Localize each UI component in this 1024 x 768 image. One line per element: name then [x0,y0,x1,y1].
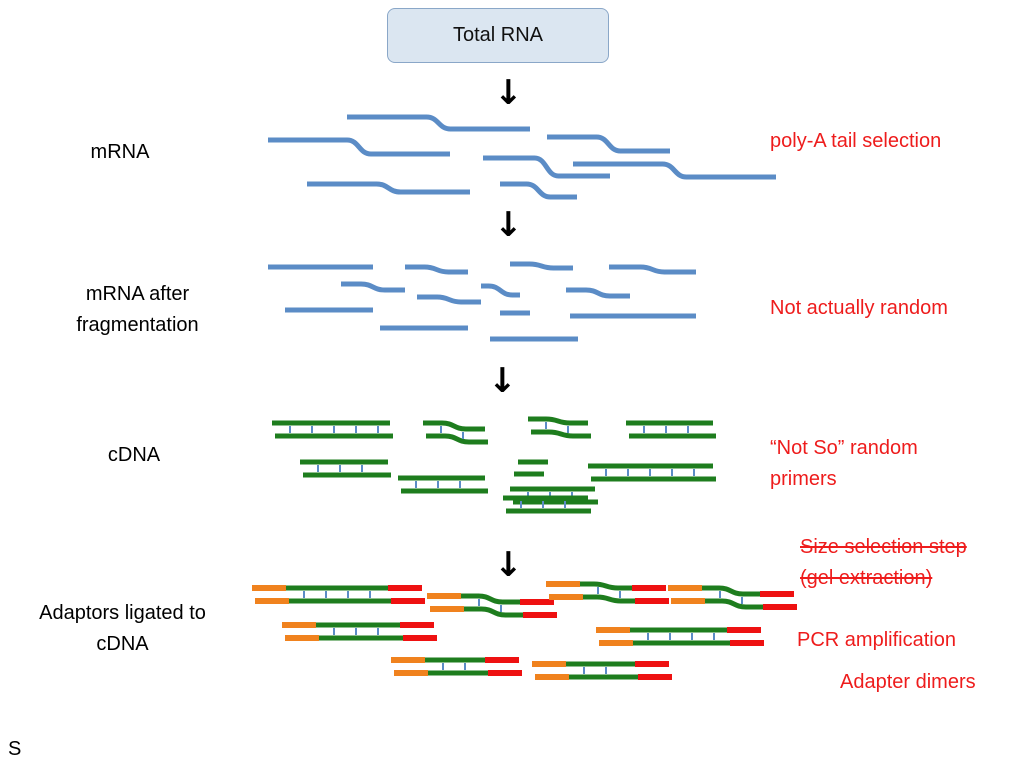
fragment-strand [510,261,573,271]
fragment-strand [405,264,468,275]
mrna-label: mRNA [90,141,150,163]
cdna-label: cDNA [107,444,161,466]
primers-note: “Not So” random primers [770,437,918,490]
down-arrow-icon: ↓ [494,545,523,585]
mrna-strand [268,137,450,157]
not-random-note: Not actually random [770,297,948,319]
ligated-fragment-top [702,585,760,597]
fragment-strand [341,281,405,293]
cdna-duplex-top [423,420,485,432]
footer-text: S [8,738,22,760]
mrna-strand [483,155,610,179]
fragment-strand [481,283,520,298]
fragmented-mrna-label: mRNA after fragmentation [76,283,199,336]
pcr-note: PCR amplification [797,629,956,651]
fragment-strand [566,287,630,299]
ligated-fragment-bottom [705,598,763,610]
ligated-fragment-top [461,593,520,605]
mrna-strand [307,181,470,195]
mrna-strand [573,161,776,180]
ligated-fragment-bottom [583,594,635,604]
polyA-note: poly-A tail selection [770,130,942,152]
cdna-duplex-bottom [531,429,591,439]
fragment-strand [417,294,481,305]
mrna-strand [547,134,670,154]
cdna-duplex-bottom [426,433,488,445]
dimers-note: Adapter dimers [840,671,976,693]
cdna-duplex-top [528,416,588,426]
mrna-strand [500,181,577,200]
adaptors-label: Adaptors ligated to cDNA [39,602,206,655]
size-selection-note: Size selection step (gel extraction) [800,536,967,589]
mrna-strand [347,114,530,132]
down-arrow-icon: ↓ [494,73,523,113]
down-arrow-icon: ↓ [488,361,517,401]
ligated-fragment-top [580,581,632,591]
total-rna-label: Total RNA [452,24,544,46]
down-arrow-icon: ↓ [494,205,523,245]
total-rna-box: Total RNA [387,8,609,63]
fragment-strand [609,264,696,275]
ligated-fragment-bottom [464,606,523,618]
